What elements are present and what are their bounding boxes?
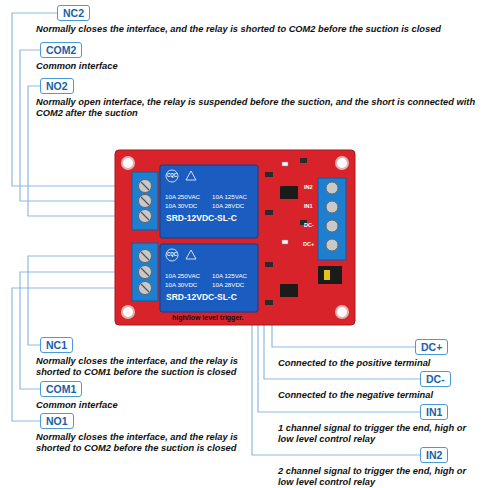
callout: IN1 1 channel signal to trigger the end, … xyxy=(278,404,484,445)
relay-rating: 10A 30VDC xyxy=(165,202,197,209)
pin-name: IN1 xyxy=(304,203,313,210)
callout-description: Normally closes the interface, and the r… xyxy=(36,24,484,35)
callout-header: NC2 xyxy=(57,5,90,21)
callout: NC2Normally closes the interface, and th… xyxy=(36,5,484,35)
pcb xyxy=(115,150,355,325)
relay-model: SRD-12VDC-SL-C xyxy=(166,214,237,224)
callout-description: 1 channel signal to trigger the end, hig… xyxy=(278,423,484,445)
callout: COM2Common interface xyxy=(36,42,484,72)
relay-logo-text: CQC xyxy=(167,252,177,258)
mounting-holes xyxy=(122,157,348,318)
relay-rating: 10A 28VDC xyxy=(212,281,244,288)
relay-logo-text: CQC xyxy=(167,173,177,179)
callout-header: NO1 xyxy=(40,413,74,429)
leds xyxy=(282,162,288,244)
screws xyxy=(326,182,338,251)
leader-line xyxy=(272,324,415,347)
callout-description: Normally closes the interface, and the r… xyxy=(36,356,268,378)
callout: DC- Connected to the negative terminal xyxy=(278,371,484,401)
callout-header: COM1 xyxy=(40,381,82,397)
callout-header: DC- xyxy=(420,371,451,387)
callout-description: Connected to the positive terminal xyxy=(278,358,484,369)
pin-name: IN2 xyxy=(304,184,313,191)
jumper-cap xyxy=(324,270,330,280)
smd-parts xyxy=(265,158,307,305)
callout-description: Normally open interface, the relay is su… xyxy=(36,97,484,119)
callout-header: NO2 xyxy=(40,78,74,94)
relay-rating: 10A 30VDC xyxy=(165,281,197,288)
relay-model: SRD-12VDC-SL-C xyxy=(166,293,237,303)
callout: IN2 2 channel signal to trigger the end, … xyxy=(278,447,484,488)
relay-rating: 10A 28VDC xyxy=(212,202,244,209)
screws xyxy=(139,180,152,295)
callout-description: Common interface xyxy=(36,61,484,72)
relay-rating: 10A 250VAC xyxy=(165,272,200,279)
relay-rating: 10A 125VAC xyxy=(212,193,247,200)
screw-slots xyxy=(141,182,149,292)
pin-name: DC+ xyxy=(303,241,314,248)
silkscreen-text: high/low level trigger. xyxy=(172,314,244,322)
jumper xyxy=(318,266,342,284)
leader-line xyxy=(264,324,420,379)
callout: NO1Normally closes the interface, and th… xyxy=(36,413,268,454)
optocouplers xyxy=(280,186,298,297)
callout-description: Common interface xyxy=(36,400,268,411)
relay xyxy=(160,165,258,238)
relay-rating: 10A 250VAC xyxy=(165,193,200,200)
callout-header: COM2 xyxy=(40,42,82,58)
callout-description: 2 channel signal to trigger the end, hig… xyxy=(278,466,484,488)
relay-rating: 10A 125VAC xyxy=(212,272,247,279)
callout-description: Connected to the negative terminal xyxy=(278,390,484,401)
callout-header: DC+ xyxy=(415,339,448,355)
callout: COM1Common interface xyxy=(36,381,268,411)
callout: DC+ Connected to the positive terminal xyxy=(278,339,484,369)
relay xyxy=(160,244,258,312)
pin-name: DC- xyxy=(304,222,314,229)
callout: NO2Normally open interface, the relay is… xyxy=(36,78,484,119)
terminal-block xyxy=(318,178,346,260)
callout-description: Normally closes the interface, and the r… xyxy=(36,432,268,454)
callout-header: IN2 xyxy=(420,447,448,463)
callout: NC1Normally closes the interface, and th… xyxy=(36,337,268,378)
leader-lines xyxy=(12,13,420,455)
callout-header: IN1 xyxy=(420,404,448,420)
callout-header: NC1 xyxy=(40,337,73,353)
